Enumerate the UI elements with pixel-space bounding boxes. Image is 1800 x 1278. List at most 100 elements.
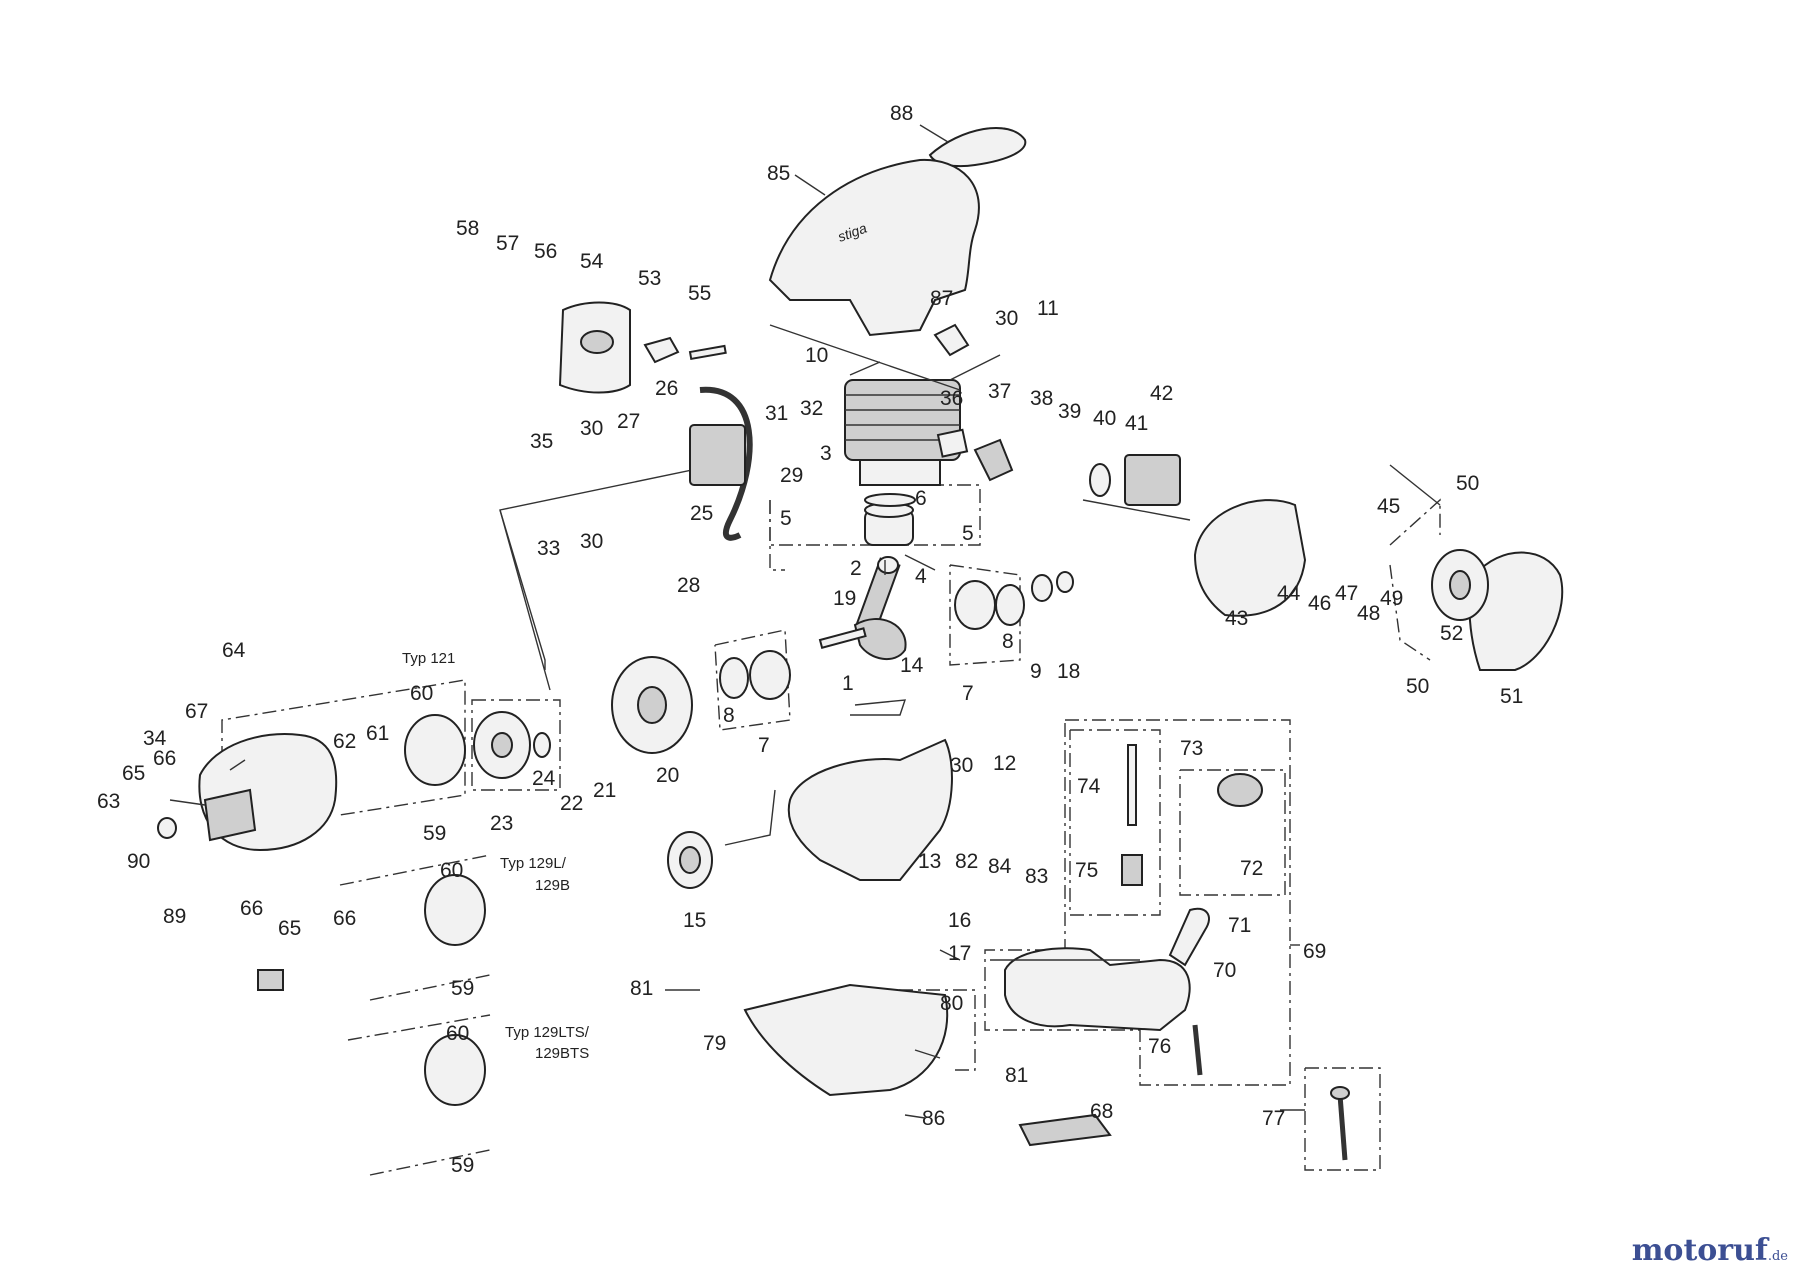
label-66-b: 66 xyxy=(240,897,263,920)
label-20: 20 xyxy=(656,764,679,787)
parts: stiga xyxy=(157,126,1564,1161)
label-30-b: 30 xyxy=(580,417,603,440)
part-77-tool-head xyxy=(1330,1086,1350,1100)
type-label-129l: Typ 129L/ xyxy=(500,855,567,872)
label-83: 83 xyxy=(1025,865,1048,888)
part-23-clutch xyxy=(473,711,531,779)
label-47: 47 xyxy=(1335,582,1358,605)
label-62: 62 xyxy=(333,730,356,753)
part-76-pin xyxy=(1192,1024,1203,1076)
label-60-a: 60 xyxy=(410,682,433,705)
part-78-block xyxy=(257,969,284,991)
label-11: 11 xyxy=(1037,297,1059,320)
label-57: 57 xyxy=(496,232,519,255)
label-22: 22 xyxy=(560,792,583,815)
part-52-hub xyxy=(1449,570,1471,600)
frame-clutch-23 xyxy=(471,699,561,791)
part-4-piston xyxy=(864,493,916,546)
leader-coil-to-case xyxy=(499,459,741,670)
part-9-seal xyxy=(1031,574,1053,602)
part-72-cap xyxy=(1217,773,1263,807)
label-39: 39 xyxy=(1058,400,1081,423)
part-13-crankcase xyxy=(787,738,953,881)
label-9-a: 9 xyxy=(1030,660,1042,683)
frame-typ-129lts xyxy=(347,1014,491,1041)
label-3: 3 xyxy=(820,442,832,465)
part-60-drum-121 xyxy=(404,714,466,786)
label-90: 90 xyxy=(127,850,150,873)
label-53: 53 xyxy=(638,267,661,290)
part-8-seal-left xyxy=(719,657,749,699)
label-66-a: 66 xyxy=(153,747,176,770)
label-68: 68 xyxy=(1090,1100,1113,1123)
label-2: 2 xyxy=(850,557,862,580)
label-18: 18 xyxy=(1057,660,1080,683)
part-29-lead xyxy=(699,386,753,541)
label-30-d: 30 xyxy=(950,754,973,777)
frame-starter-50a xyxy=(1389,498,1441,546)
label-7-a: 7 xyxy=(962,682,974,705)
part-10-cylinder xyxy=(844,379,961,486)
label-30-a: 30 xyxy=(995,307,1018,330)
label-63: 63 xyxy=(97,790,120,813)
label-81-a: 81 xyxy=(630,977,653,1000)
label-49: 49 xyxy=(1380,587,1403,610)
label-17: 17 xyxy=(948,942,971,965)
label-5-a: 5 xyxy=(780,507,792,530)
label-21: 21 xyxy=(593,779,616,802)
part-clutch-housing-tube xyxy=(203,788,257,842)
label-8-a: 8 xyxy=(1002,630,1014,653)
label-37: 37 xyxy=(988,380,1011,403)
label-19: 19 xyxy=(833,587,856,610)
label-65-a: 65 xyxy=(122,762,145,785)
label-27: 27 xyxy=(617,410,640,433)
label-16: 16 xyxy=(948,909,971,932)
leader-lines xyxy=(169,124,1441,1119)
label-72: 72 xyxy=(1240,857,1263,880)
part-60-drum-129l xyxy=(424,874,486,946)
label-81-b: 81 xyxy=(1005,1064,1028,1087)
label-71: 71 xyxy=(1228,914,1251,937)
label-23: 23 xyxy=(490,812,513,835)
label-77: 77 xyxy=(1262,1107,1285,1130)
label-79: 79 xyxy=(703,1032,726,1055)
label-59-c: 59 xyxy=(451,1154,474,1177)
label-84: 84 xyxy=(988,855,1012,878)
label-8-b: 8 xyxy=(723,704,735,727)
part-88-cap xyxy=(928,126,1027,168)
label-59-a: 59 xyxy=(423,822,446,845)
frame-typ-129l-low xyxy=(369,974,491,1001)
label-34: 34 xyxy=(143,727,167,750)
label-5-b: 5 xyxy=(962,522,974,545)
frame-typ-129l xyxy=(339,854,491,886)
label-25: 25 xyxy=(690,502,713,525)
label-87: 87 xyxy=(930,287,953,310)
label-28: 28 xyxy=(677,574,700,597)
label-4: 4 xyxy=(915,565,927,588)
frame-typ-121 xyxy=(221,679,466,816)
brand-name: motoruf xyxy=(1631,1233,1768,1268)
part-24-washer xyxy=(533,732,551,758)
part-60-drum-129lts xyxy=(424,1034,486,1106)
label-54: 54 xyxy=(580,250,604,273)
frame-bearing-right xyxy=(949,564,1021,666)
type-label-129b: 129B xyxy=(535,877,570,894)
part-36-gasket xyxy=(936,428,969,458)
part-74-fuel-line xyxy=(1127,744,1137,826)
type-label-121: Typ 121 xyxy=(402,650,455,667)
part-18-washer xyxy=(1056,571,1074,593)
frame-filter-73 xyxy=(1069,729,1161,916)
label-38: 38 xyxy=(1030,387,1053,410)
type-variant-labels: Typ 121 Typ 129L/ 129B Typ 129LTS/ 129BT… xyxy=(402,650,590,1062)
part-25-coil xyxy=(689,424,746,486)
label-33: 33 xyxy=(537,537,560,560)
label-44: 44 xyxy=(1277,582,1301,605)
part-77-tool xyxy=(1337,1094,1348,1161)
label-50-a: 50 xyxy=(1456,472,1479,495)
label-51: 51 xyxy=(1500,685,1523,708)
label-58: 58 xyxy=(456,217,479,240)
label-26: 26 xyxy=(655,377,678,400)
label-80: 80 xyxy=(940,992,963,1015)
label-69: 69 xyxy=(1303,940,1326,963)
part-41-carburetor xyxy=(1124,454,1181,506)
